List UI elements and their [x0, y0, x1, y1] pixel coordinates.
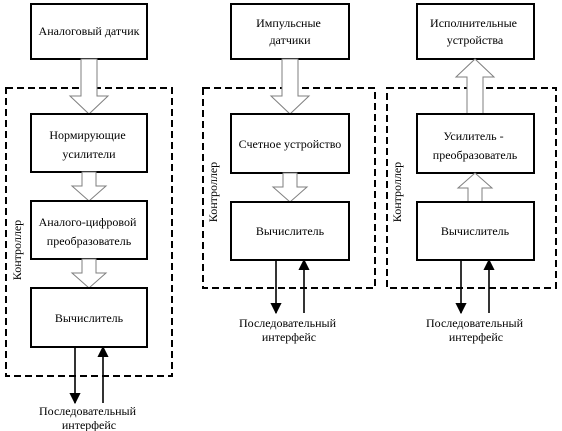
serial-interface-line1-analog: Последовательный	[39, 404, 137, 418]
actuators-line2: устройства	[447, 33, 504, 47]
hollow-arrow-amp-to-actuators	[454, 58, 496, 115]
serial-interface-label-analog: Последовательный интерфейс	[39, 404, 139, 431]
cpu-box-actuator	[416, 201, 535, 261]
pulse-sensors-label: Импульсные датчики	[256, 16, 324, 47]
adc-box	[30, 200, 148, 260]
serial-interface-label-actuator: Последовательный интерфейс	[426, 316, 526, 344]
counter-box	[230, 113, 350, 174]
actuators-box	[416, 3, 535, 60]
counter-label: Счетное устройство	[239, 137, 342, 151]
serial-interface-line1-actuator: Последовательный	[426, 316, 524, 330]
adc-label: Аналого-цифровой преобразователь	[39, 215, 140, 248]
actuators-label: Исполнительные устройства	[430, 16, 520, 47]
cpu-box-analog	[30, 287, 148, 348]
serial-interface-label-pulse: Последовательный интерфейс	[239, 316, 339, 344]
hollow-arrow-sensor-to-counter	[269, 58, 311, 115]
controller-label-analog: Контроллер	[10, 220, 24, 280]
hollow-arrow-sensor-to-amp	[68, 58, 110, 115]
cpu-label-actuator: Вычислитель	[441, 224, 510, 238]
converter-amp-label: Усилитель - преобразователь	[433, 129, 518, 162]
adc-line1: Аналого-цифровой	[39, 215, 137, 229]
cpu-box-pulse	[230, 201, 350, 261]
analog-sensor-label: Аналоговый датчик	[39, 24, 140, 38]
hollow-arrow-cpu-to-amp	[456, 172, 494, 203]
serial-interface-line2-analog: интерфейс	[62, 418, 116, 431]
controller-label-pulse: Контроллер	[206, 162, 220, 222]
converter-amp-line2: преобразователь	[433, 148, 518, 162]
column-actuator: Контроллер Исполнительные устройства Уси…	[386, 3, 557, 344]
converter-amp-line1: Усилитель -	[443, 129, 503, 143]
actuators-line1: Исполнительные	[430, 16, 517, 30]
hollow-arrow-amp-to-adc	[70, 171, 108, 202]
controller-label-actuator: Контроллер	[390, 162, 404, 222]
controller-frame-actuator	[386, 87, 557, 289]
serial-interface-line2-pulse: интерфейс	[262, 330, 316, 344]
serial-interface-line2-actuator: интерфейс	[449, 330, 503, 344]
serial-interface-line1-pulse: Последовательный	[239, 316, 337, 330]
pulse-sensors-line2: датчики	[269, 33, 311, 47]
normalizing-amp-label: Нормирующие усилители	[49, 128, 128, 161]
normalizing-amp-box	[30, 113, 148, 173]
adc-line2: преобразователь	[47, 234, 132, 248]
converter-amp-box	[416, 113, 535, 174]
pulse-sensors-line1: Импульсные	[256, 16, 321, 30]
controller-frame-pulse	[202, 87, 376, 289]
pulse-sensors-box	[230, 3, 350, 60]
cpu-label-analog: Вычислитель	[55, 311, 124, 325]
cpu-label-pulse: Вычислитель	[256, 224, 325, 238]
normalizing-amp-line1: Нормирующие	[49, 128, 125, 142]
column-pulse: Контроллер Импульсные датчики Счетное ус…	[202, 3, 376, 344]
normalizing-amp-line2: усилители	[62, 147, 116, 161]
column-analog: Контроллер Аналоговый датчик Нормирующие…	[5, 3, 173, 431]
hollow-arrow-counter-to-cpu	[271, 172, 309, 203]
hollow-arrow-adc-to-cpu	[70, 258, 108, 289]
